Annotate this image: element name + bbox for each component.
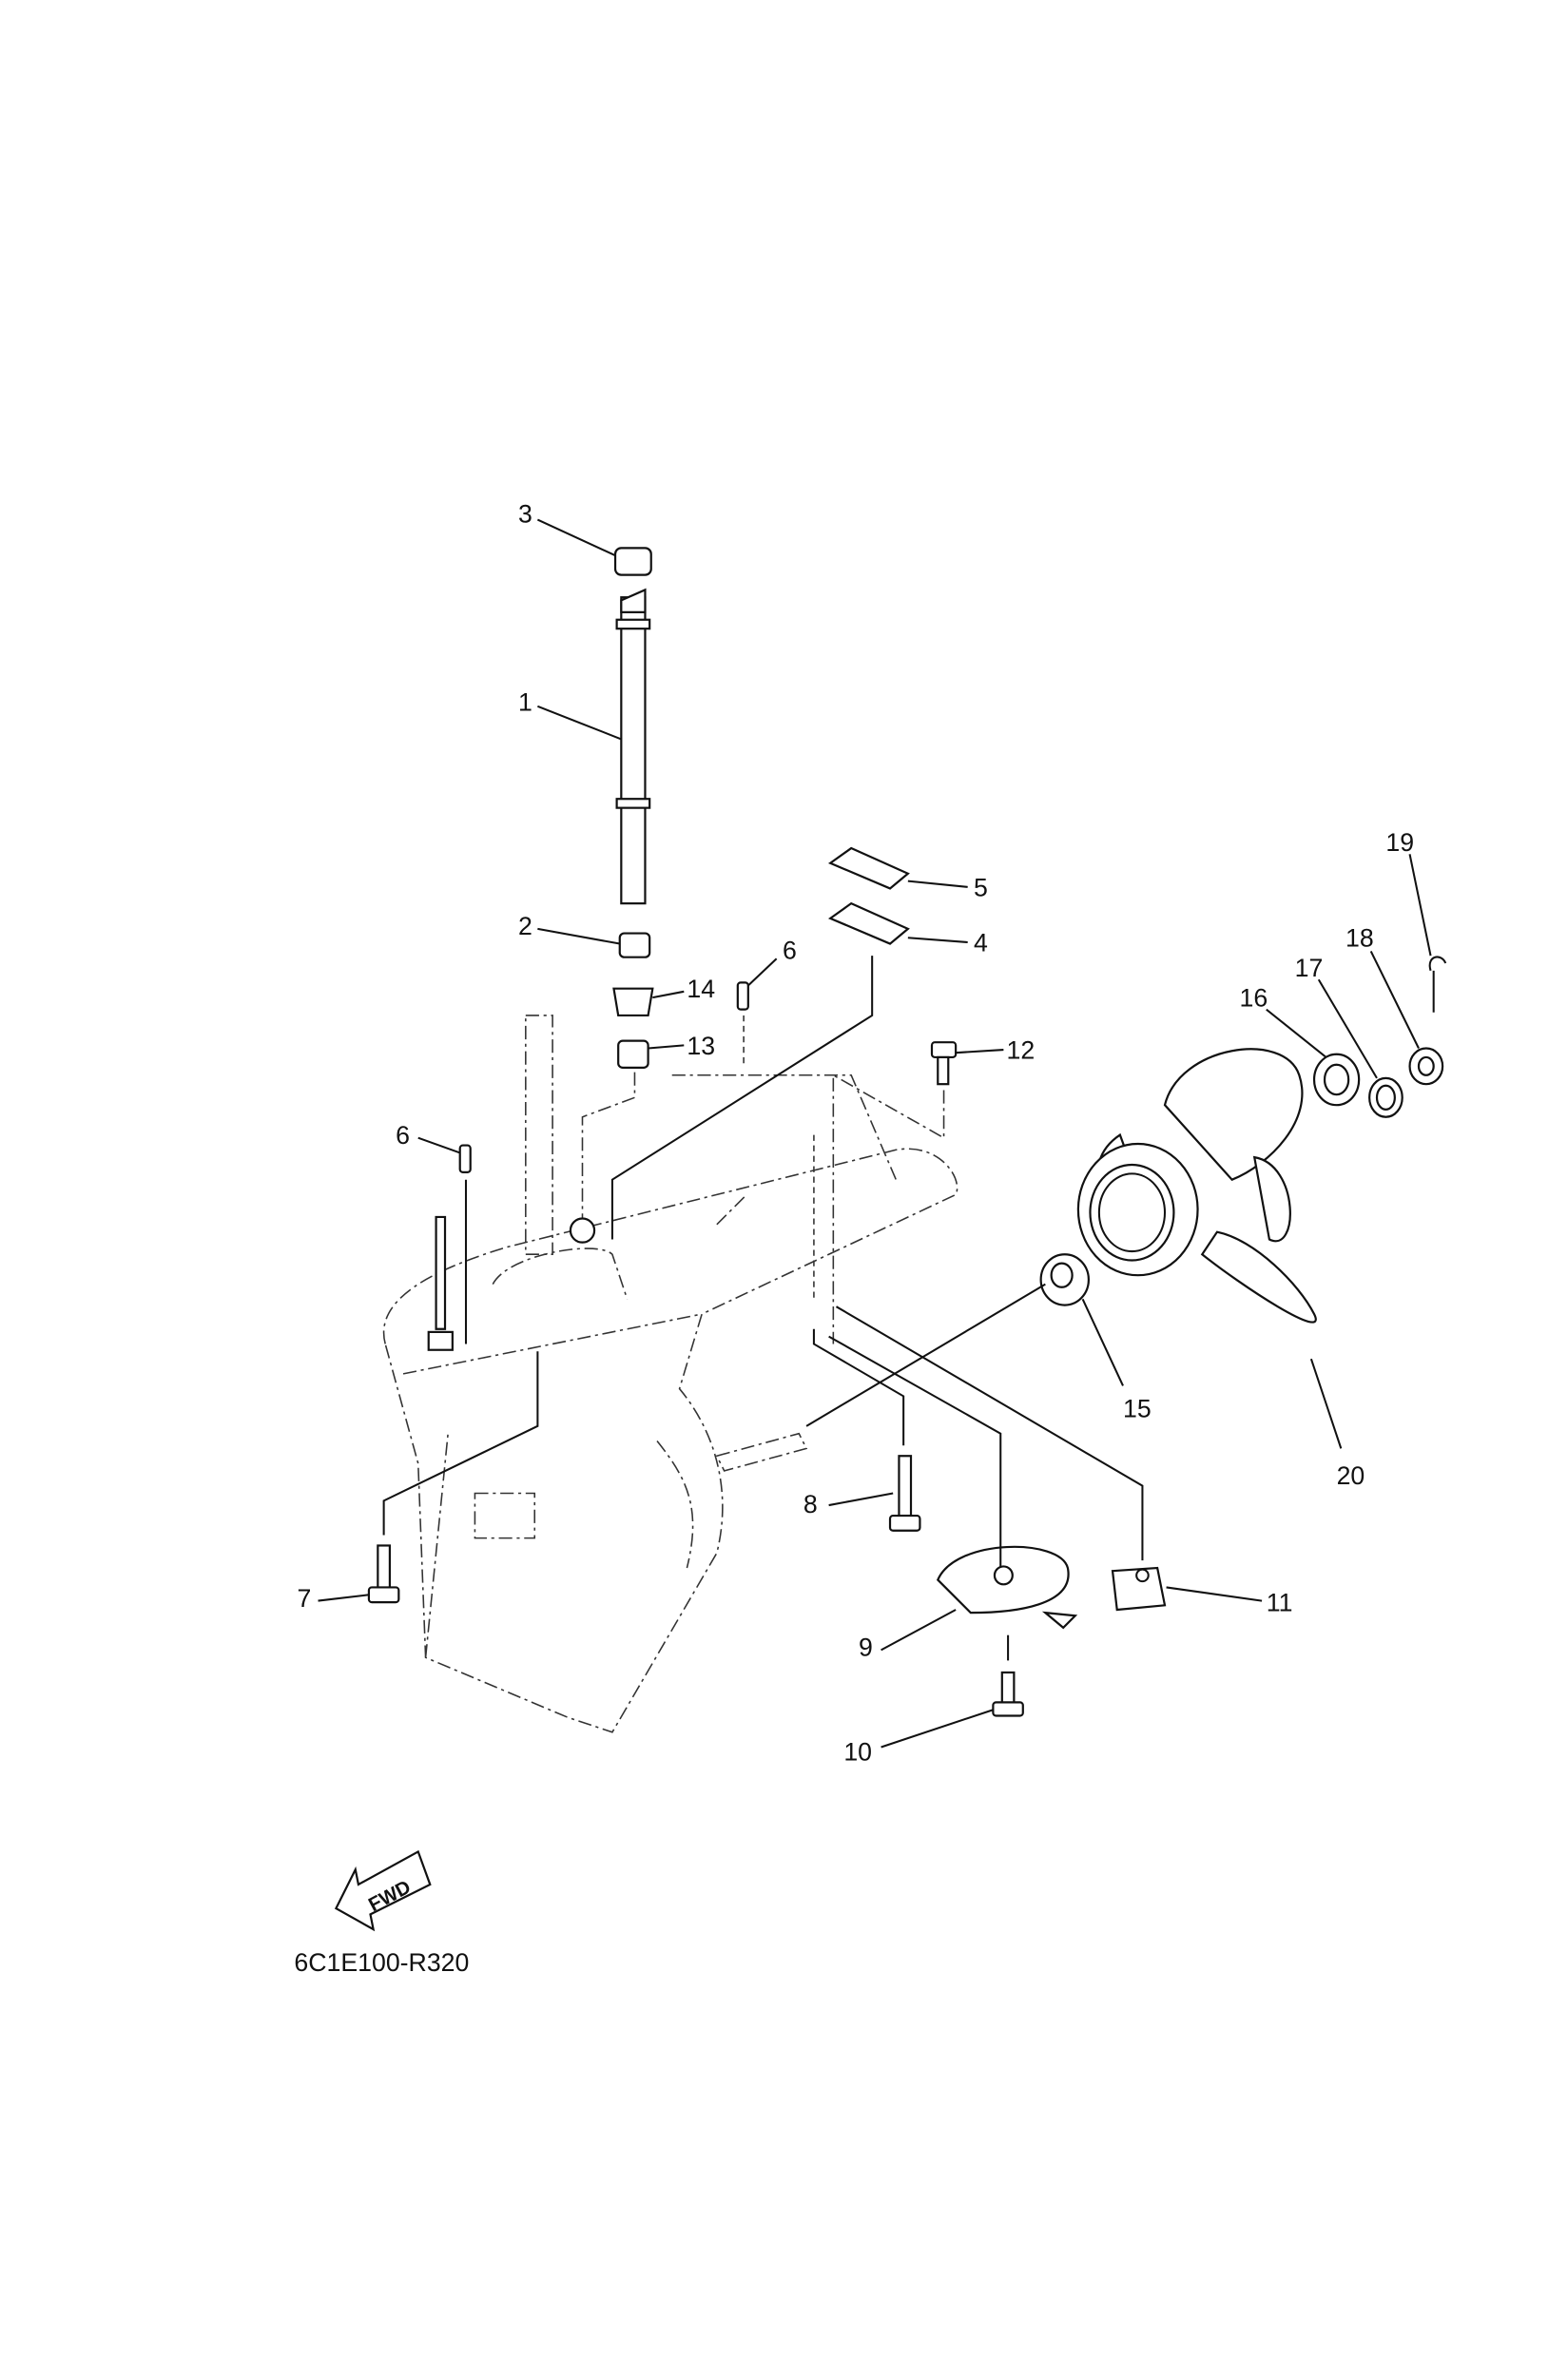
part-10-bolt xyxy=(992,1671,1024,1717)
part-11-anode xyxy=(1111,1566,1167,1612)
callout-20: 20 xyxy=(1337,1461,1365,1490)
callout-4: 4 xyxy=(974,928,988,957)
callout-11: 11 xyxy=(1267,1589,1293,1617)
callout-9: 9 xyxy=(859,1634,873,1662)
part-6-pin-2 xyxy=(458,1144,472,1173)
part-12-bolt xyxy=(930,1041,958,1086)
part-1-shaft xyxy=(615,588,651,905)
callout-7: 7 xyxy=(298,1584,312,1613)
part-14-seal-housing xyxy=(612,987,654,1017)
lower-unit-housing xyxy=(382,1015,958,1733)
callout-17: 17 xyxy=(1295,954,1324,982)
forward-direction-arrow: FWD xyxy=(334,1849,432,1932)
callout-10: 10 xyxy=(843,1738,872,1767)
callout-14: 14 xyxy=(687,975,715,1003)
part-4-pad xyxy=(827,901,910,945)
callout-16: 16 xyxy=(1240,984,1268,1013)
part-6-pin xyxy=(736,981,749,1011)
part-2-bushing xyxy=(618,932,651,958)
callout-18: 18 xyxy=(1345,924,1374,953)
part-3-collar xyxy=(613,547,652,576)
callout-8: 8 xyxy=(803,1490,818,1518)
callout-13: 13 xyxy=(687,1032,715,1060)
part-13-sleeve xyxy=(617,1039,649,1070)
callout-5: 5 xyxy=(974,873,988,901)
callout-6-left: 6 xyxy=(396,1121,410,1150)
part-20-propeller xyxy=(1076,1048,1317,1324)
callout-1: 1 xyxy=(518,688,532,717)
diagram-caption: 6C1E100-R320 xyxy=(294,1948,469,1977)
part-7-bolt xyxy=(367,1544,400,1604)
callout-2: 2 xyxy=(518,912,532,940)
part-8-bolt xyxy=(888,1455,921,1532)
part-9-trim-tab xyxy=(936,1545,1078,1630)
part-19-cotter-pin xyxy=(1428,956,1447,1013)
callout-15: 15 xyxy=(1123,1394,1152,1422)
callout-12: 12 xyxy=(1007,1035,1036,1064)
callout-3: 3 xyxy=(518,500,532,529)
part-5-pad xyxy=(827,846,910,890)
callout-6: 6 xyxy=(783,936,797,964)
callout-19: 19 xyxy=(1385,828,1414,857)
